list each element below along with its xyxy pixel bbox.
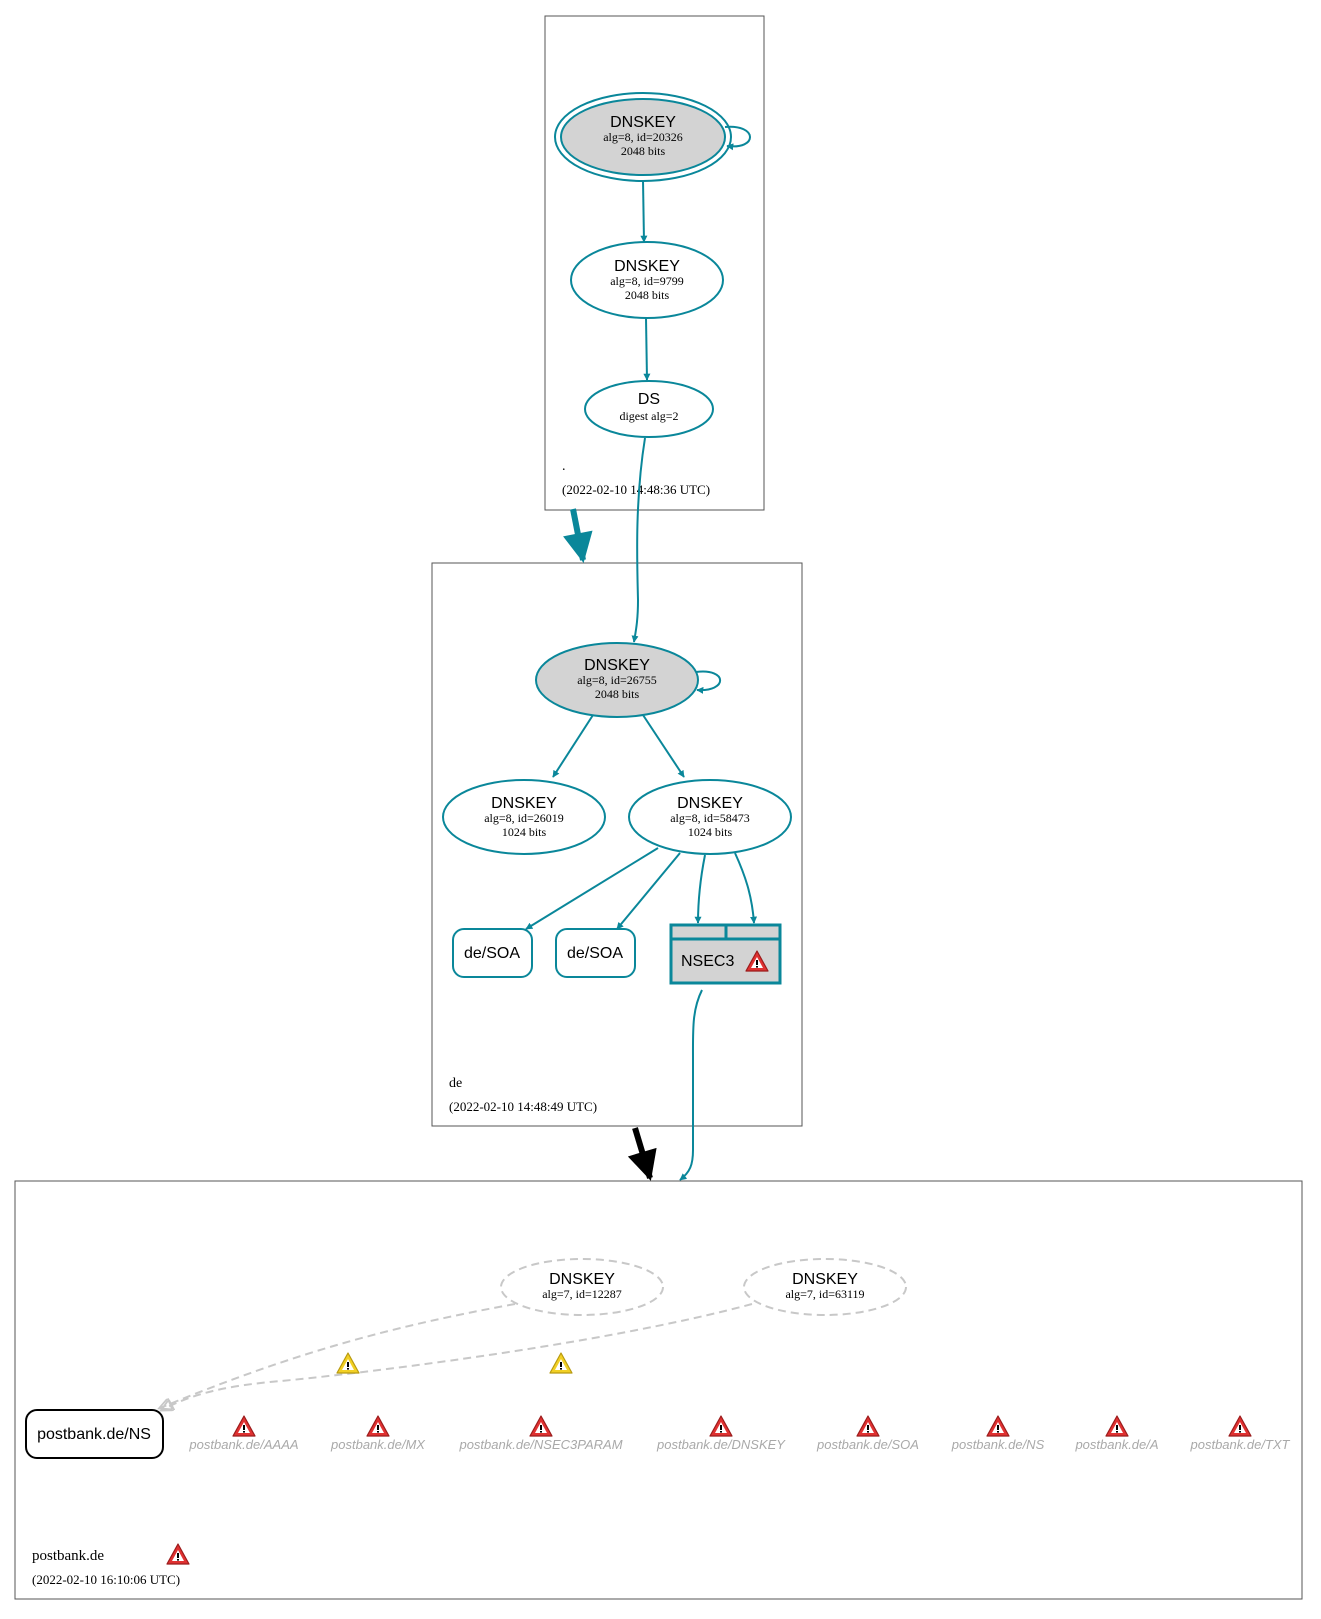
edge-warning-icon-2 [549,1352,573,1374]
rrset-item[interactable]: postbank.de/A [1074,1415,1159,1452]
node-de-zsk2[interactable]: DNSKEY alg=8, id=58473 1024 bits [628,779,792,855]
node-root-ds-title: DS [638,391,660,408]
zone-postbank-name: postbank.de [32,1548,104,1564]
node-root-ksk[interactable]: DNSKEY alg=8, id=20326 2048 bits [554,92,732,182]
edge-root-ksk-self [724,125,751,151]
rrset-item[interactable]: postbank.de/DNSKEY [656,1415,786,1452]
node-de-zsk1[interactable]: DNSKEY alg=8, id=26019 1024 bits [442,779,606,855]
node-root-ksk-line1: alg=8, id=20326 [603,130,683,144]
zone-de-name: de [449,1076,462,1091]
node-de-zsk2-line2: 1024 bits [688,825,733,839]
node-root-ds-line1: digest alg=2 [619,409,678,423]
edge-zsk2-nsec3-a [694,854,706,924]
edge-delegation-de-postbank [627,1127,657,1181]
node-root-ksk-title: DNSKEY [610,114,676,131]
node-pb-key1-title: DNSKEY [549,1271,615,1288]
node-pb-ns-label: postbank.de/NS [37,1426,151,1443]
edge-root-zsk-ds [643,317,651,381]
zone-de-timestamp: (2022-02-10 14:48:49 UTC) [449,1099,597,1114]
rrset-item[interactable]: postbank.de/MX [330,1415,426,1452]
rrset-warning-icon [366,1415,390,1437]
edge-warning-icon-1 [336,1352,360,1374]
zone-root: . (2022-02-10 14:48:36 UTC) [544,15,765,511]
zone-postbank: postbank.de (2022-02-10 16:10:06 UTC) [14,1180,1303,1600]
rrset-item[interactable]: postbank.de/TXT [1190,1415,1291,1452]
node-de-zsk2-line1: alg=8, id=58473 [670,811,750,825]
rrset-item[interactable]: postbank.de/AAAA [188,1415,299,1452]
edge-zsk2-soa2 [616,852,681,930]
zone-de: de (2022-02-10 14:48:49 UTC) [431,562,803,1127]
rrset-item[interactable]: postbank.de/SOA [816,1415,919,1452]
edge-pb-key1-ns [160,1303,516,1408]
rrset-list: postbank.de/AAAA postbank.de/MX postbank… [188,1415,1291,1452]
rrset-label: postbank.de/MX [330,1437,426,1452]
rrset-warning-icon [1228,1415,1252,1437]
node-nsec3[interactable]: NSEC3 [669,923,782,985]
rrset-warning-icon [1105,1415,1129,1437]
rrset-label: postbank.de/SOA [816,1437,919,1452]
edge-ds-de-ksk [631,437,646,643]
node-de-ksk[interactable]: DNSKEY alg=8, id=26755 2048 bits [535,642,699,718]
edge-zsk2-nsec3-b [734,852,758,924]
edge-zsk2-soa1 [525,847,659,930]
node-pb-key1-line1: alg=7, id=12287 [542,1287,622,1301]
node-root-ds[interactable]: DS digest alg=2 [584,380,714,438]
node-pb-key2[interactable]: DNSKEY alg=7, id=63119 [743,1258,907,1316]
node-root-zsk-title: DNSKEY [614,258,680,275]
rrset-label: postbank.de/DNSKEY [656,1437,786,1452]
rrset-warning-icon [709,1415,733,1437]
node-pb-key2-line1: alg=7, id=63119 [785,1287,864,1301]
node-root-zsk-line2: 2048 bits [625,288,670,302]
node-root-zsk[interactable]: DNSKEY alg=8, id=9799 2048 bits [570,241,724,319]
node-de-zsk1-line1: alg=8, id=26019 [484,811,564,825]
node-de-zsk2-title: DNSKEY [677,795,743,812]
edge-de-ksk-self [695,670,722,694]
edge-pb-key2-ns [162,1303,753,1410]
rrset-label: postbank.de/TXT [1190,1437,1291,1452]
rrset-item[interactable]: postbank.de/NSEC3PARAM [458,1415,623,1452]
rrset-warning-icon [856,1415,880,1437]
node-pb-key2-title: DNSKEY [792,1271,858,1288]
zone-root-name: . [562,459,566,474]
node-de-ksk-line1: alg=8, id=26755 [577,673,657,687]
node-de-ksk-line2: 2048 bits [595,687,640,701]
node-de-ksk-title: DNSKEY [584,657,650,674]
zone-root-timestamp: (2022-02-10 14:48:36 UTC) [562,482,710,497]
zone-postbank-warning-icon [166,1543,190,1565]
edge-nsec3-postbank [679,989,703,1181]
edge-de-ksk-zsk2 [642,714,685,778]
rrset-warning-icon [232,1415,256,1437]
node-de-zsk1-line2: 1024 bits [502,825,547,839]
edge-de-ksk-zsk1 [552,714,594,778]
node-de-zsk1-title: DNSKEY [491,795,557,812]
rrset-item[interactable]: postbank.de/NS [951,1415,1045,1452]
node-pb-key1[interactable]: DNSKEY alg=7, id=12287 [500,1258,664,1316]
node-de-soa-1-label: de/SOA [464,945,520,962]
rrset-label: postbank.de/A [1074,1437,1158,1452]
rrset-label: postbank.de/NSEC3PARAM [458,1437,622,1452]
node-de-soa-1[interactable]: de/SOA [452,928,533,978]
rrset-label: postbank.de/NS [951,1437,1045,1452]
edge-delegation-root-de [563,508,593,563]
node-de-soa-2[interactable]: de/SOA [555,928,636,978]
rrset-warning-icon [529,1415,553,1437]
node-nsec3-label: NSEC3 [681,953,734,970]
edges [160,125,758,1410]
zone-postbank-timestamp: (2022-02-10 16:10:06 UTC) [32,1572,180,1587]
node-root-ksk-line2: 2048 bits [621,144,666,158]
rrset-label: postbank.de/AAAA [188,1437,298,1452]
node-root-zsk-line1: alg=8, id=9799 [610,274,684,288]
node-pb-ns[interactable]: postbank.de/NS [25,1409,164,1459]
node-de-soa-2-label: de/SOA [567,945,623,962]
rrset-warning-icon [986,1415,1010,1437]
edge-root-ksk-zsk [640,179,648,243]
